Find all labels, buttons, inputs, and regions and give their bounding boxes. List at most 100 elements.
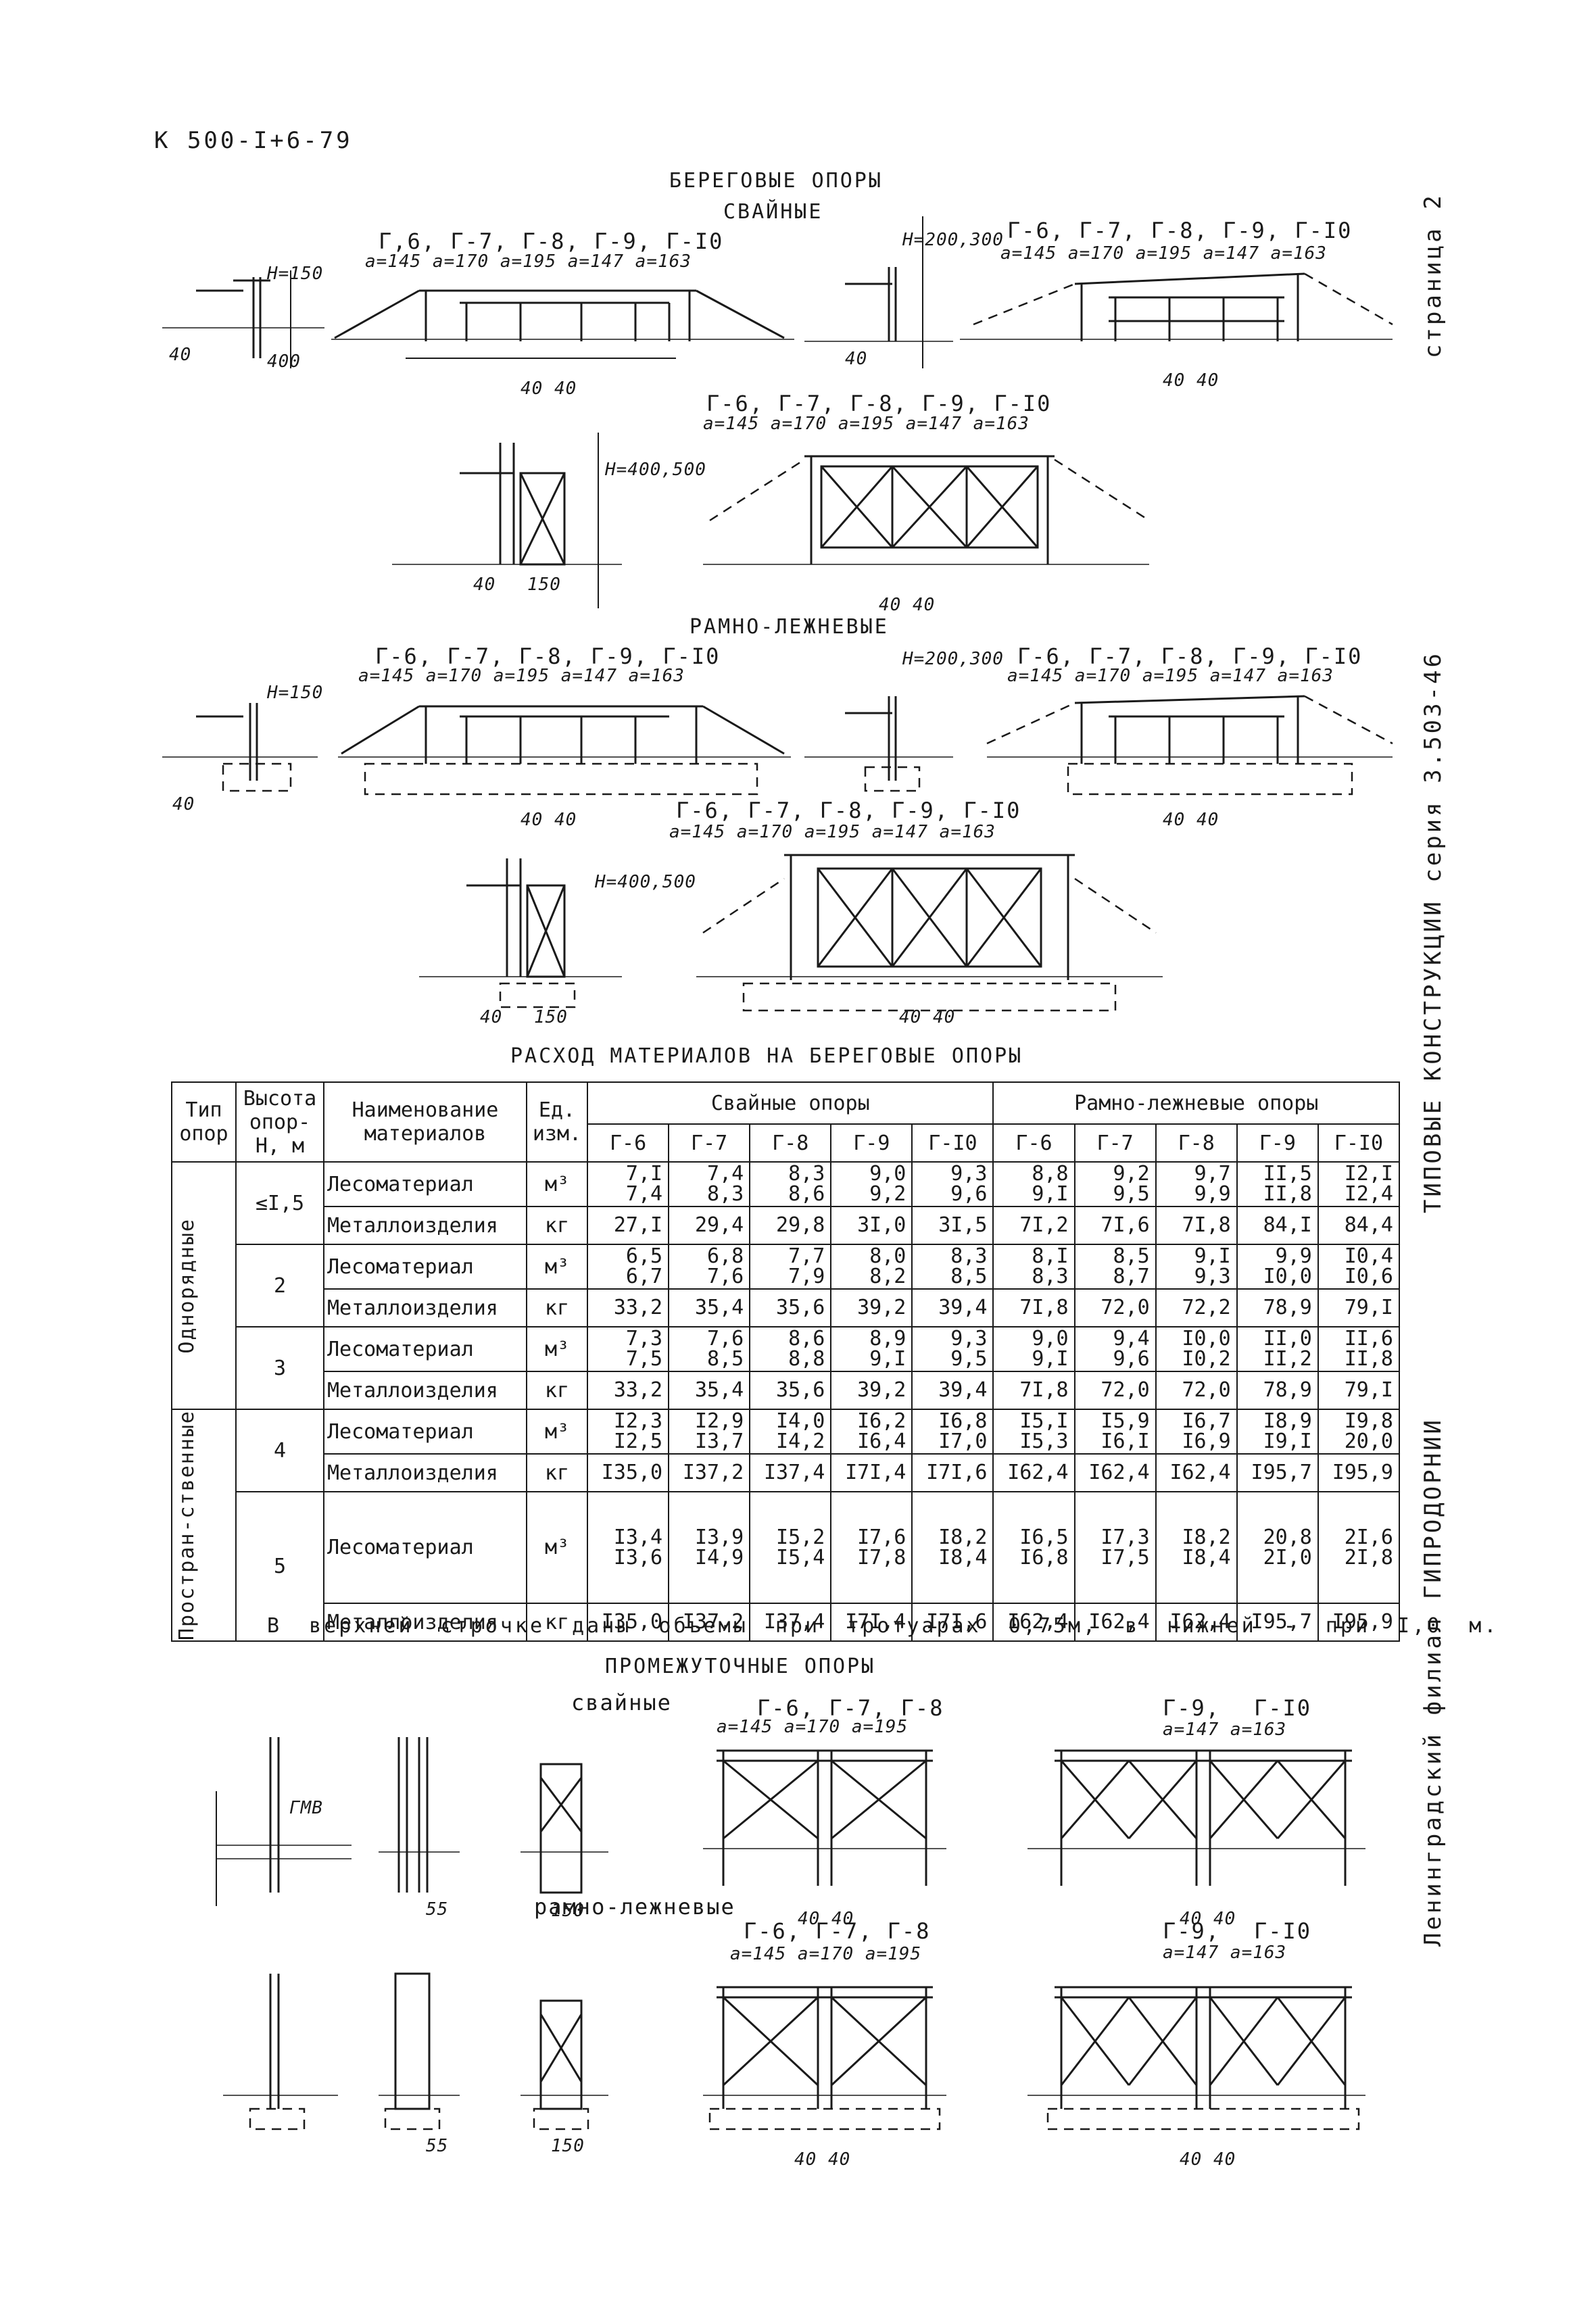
mid-pile-sub: свайные bbox=[571, 1690, 672, 1715]
unit-cell: кг bbox=[526, 1603, 588, 1642]
value-cell: I62,4 bbox=[1073, 1453, 1157, 1492]
value-cell: I62,4 bbox=[1155, 1453, 1238, 1492]
th-col: Г-7 bbox=[1073, 1123, 1157, 1163]
spans-a: a=145 a=170 a=195 a=147 a=163 bbox=[365, 251, 692, 272]
th-col: Г-9 bbox=[1236, 1123, 1319, 1163]
material-name: Лесоматериал bbox=[323, 1409, 527, 1455]
dim-150-mid-a: 150 bbox=[551, 1901, 585, 1921]
dim-h200-e: H=200,300 bbox=[902, 649, 1004, 669]
th-height: Высота опор-Н, м bbox=[235, 1081, 324, 1163]
elevation-pile-2 bbox=[960, 272, 1393, 341]
group-label-b: Г-6, Г-7, Г-8, Г-9, Г-I0 bbox=[1007, 218, 1353, 243]
value-cell: 7,I 7,4 bbox=[586, 1161, 670, 1207]
value-cell: 7,3 7,5 bbox=[586, 1326, 670, 1372]
value-cell: I9,8 20,0 bbox=[1317, 1409, 1401, 1455]
value-cell: I37,4 bbox=[749, 1603, 832, 1642]
value-cell: I7I,4 bbox=[830, 1453, 913, 1492]
section-frame-small-3 bbox=[419, 858, 622, 1008]
unit-cell: м³ bbox=[526, 1244, 588, 1290]
section-frame-small-2 bbox=[804, 696, 953, 792]
dim-55-b: 55 bbox=[426, 2136, 449, 2156]
value-cell: I62,4 bbox=[1073, 1603, 1157, 1642]
th-type: Тип опор bbox=[171, 1081, 237, 1163]
material-name: Лесоматериал bbox=[323, 1161, 527, 1207]
value-cell: I2,9 I3,7 bbox=[668, 1409, 751, 1455]
value-cell: I7,3 I7,5 bbox=[1073, 1490, 1157, 1605]
dim-4040-e: 40 40 bbox=[1163, 810, 1219, 830]
mid-group-4-spans: a=147 a=163 bbox=[1163, 1943, 1287, 1963]
mid-group-1: Г-6, Г-7, Г-8 bbox=[757, 1695, 944, 1721]
dim-4040-b: 40 40 bbox=[1163, 370, 1219, 391]
dim-40-a: 40 bbox=[169, 345, 192, 365]
doc-code: К 500-I+6-79 bbox=[154, 127, 353, 154]
value-cell: I6,7 I6,9 bbox=[1155, 1409, 1238, 1455]
type-label: Однорядные bbox=[175, 1217, 199, 1354]
value-cell: I5,2 I5,4 bbox=[749, 1490, 832, 1605]
value-cell: I0,4 I0,6 bbox=[1317, 1244, 1401, 1290]
value-cell: 35,4 bbox=[668, 1288, 751, 1327]
mid-group-4a: Г-9, bbox=[1163, 1918, 1221, 1944]
value-cell: 3I,5 bbox=[911, 1206, 994, 1245]
value-cell: I8,2 I8,4 bbox=[1155, 1490, 1238, 1605]
shore-frame-title: РАМНО-ЛЕЖНЕВЫЕ bbox=[690, 615, 889, 639]
value-cell: I5,I I5,3 bbox=[992, 1409, 1075, 1455]
value-cell: II,5 II,8 bbox=[1236, 1161, 1319, 1207]
value-cell: 7I,6 bbox=[1073, 1206, 1157, 1245]
value-cell: 9,7 9,9 bbox=[1155, 1161, 1238, 1207]
material-name: Металлоизделия bbox=[323, 1371, 527, 1410]
section-frame-small-1 bbox=[162, 703, 318, 792]
th-col: Г-6 bbox=[586, 1123, 670, 1163]
value-cell: I7I,6 bbox=[911, 1603, 994, 1642]
value-cell: 78,9 bbox=[1236, 1288, 1319, 1327]
value-cell: I0,0 I0,2 bbox=[1155, 1326, 1238, 1372]
dim-4040-f: 40 40 bbox=[899, 1007, 956, 1027]
unit-cell: кг bbox=[526, 1288, 588, 1327]
mid-frame-section-1 bbox=[223, 1974, 338, 2130]
value-cell: 9,0 9,I bbox=[992, 1326, 1075, 1372]
unit-cell: кг bbox=[526, 1206, 588, 1245]
dim-40-f: 40 bbox=[480, 1007, 503, 1027]
value-cell: I2,I I2,4 bbox=[1317, 1161, 1401, 1207]
mid-frame-sub: рамно-лежневые bbox=[534, 1894, 735, 1920]
mid-frame-section-2 bbox=[379, 1972, 460, 2130]
value-cell: I4,0 I4,2 bbox=[749, 1409, 832, 1455]
value-cell: 33,2 bbox=[586, 1288, 670, 1327]
value-cell: 72,0 bbox=[1073, 1371, 1157, 1410]
unit-cell: кг bbox=[526, 1453, 588, 1492]
materials-table: Тип опор Высота опор-Н, м Наименование м… bbox=[171, 1081, 1401, 1642]
value-cell: 8,8 9,I bbox=[992, 1161, 1075, 1207]
material-name: Металлоизделия bbox=[323, 1206, 527, 1245]
value-cell: 79,I bbox=[1317, 1288, 1401, 1327]
value-cell: 72,2 bbox=[1155, 1288, 1238, 1327]
spans-b: a=145 a=170 a=195 a=147 a=163 bbox=[1000, 243, 1327, 264]
value-cell: I5,9 I6,I bbox=[1073, 1409, 1157, 1455]
dim-4040-mid-a: 40 40 bbox=[798, 1909, 854, 1929]
material-name: Лесоматериал bbox=[323, 1326, 527, 1372]
value-cell: 8,I 8,3 bbox=[992, 1244, 1075, 1290]
mid-frame-elevation-1 bbox=[703, 1986, 946, 2130]
value-cell: 27,I bbox=[586, 1206, 670, 1245]
value-cell: 8,6 8,8 bbox=[749, 1326, 832, 1372]
group-label-a: Г,6, Г-7, Г-8, Г-9, Г-I0 bbox=[379, 228, 724, 254]
value-cell: 6,5 6,7 bbox=[586, 1244, 670, 1290]
value-cell: 9,9 I0,0 bbox=[1236, 1244, 1319, 1290]
value-cell: 8,3 8,6 bbox=[749, 1161, 832, 1207]
elevation-pile-3 bbox=[703, 455, 1150, 565]
dim-40-b: 40 bbox=[845, 349, 868, 369]
height-cell: 4 bbox=[235, 1409, 324, 1492]
intermediate-supports-drawings bbox=[216, 1737, 1365, 2130]
dim-h200-b: H=200,300 bbox=[902, 230, 1004, 250]
value-cell: 7I,8 bbox=[992, 1288, 1075, 1327]
height-cell: 3 bbox=[235, 1326, 324, 1410]
value-cell: 20,8 2I,0 bbox=[1236, 1490, 1319, 1605]
value-cell: I37,4 bbox=[749, 1453, 832, 1492]
material-name: Лесоматериал bbox=[323, 1244, 527, 1290]
value-cell: I6,2 I6,4 bbox=[830, 1409, 913, 1455]
value-cell: 7I,8 bbox=[992, 1371, 1075, 1410]
mid-group-1-spans: a=145 a=170 a=195 bbox=[717, 1717, 909, 1737]
